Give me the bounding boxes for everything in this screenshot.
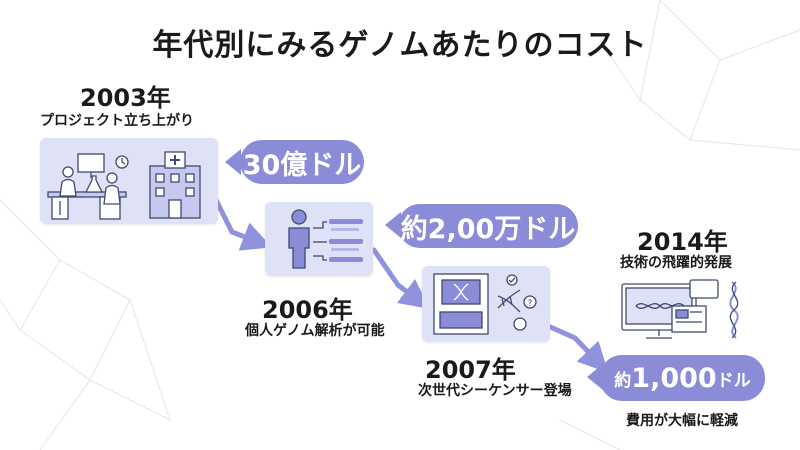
final-cost-amount: 1,000 <box>631 362 717 394</box>
final-cost-prefix: 約 <box>614 370 632 391</box>
final-cost-pill: 約 1,000 ドル <box>600 355 765 401</box>
illustration-2006-card <box>265 202 373 276</box>
pill-2003-pointer <box>225 149 241 175</box>
year-2014-label: 2014年 <box>637 228 728 256</box>
milestone-2006-desc: 個人ゲノム解析が可能 <box>245 323 385 339</box>
cost-2003-pill: 30億ドル <box>240 140 364 184</box>
cost-2006-pill: 約2,00万ドル <box>398 204 578 248</box>
cost-2003-value: 30億ドル <box>242 149 362 181</box>
lab-hospital-icon <box>47 151 201 220</box>
year-2006-label: 2006年 <box>262 296 353 324</box>
computer-dna-illustration <box>612 278 762 342</box>
pill-2006-pointer <box>385 212 401 238</box>
svg-text:?: ? <box>528 299 533 309</box>
milestone-2003-desc: プロジェクト立ち上がり <box>40 113 194 129</box>
sequencer-dna-icon: ? <box>433 273 537 335</box>
milestone-2007-desc: 次世代シーケンサー登場 <box>418 383 572 399</box>
illustration-2003-card <box>40 138 218 224</box>
arrow-2003-2006 <box>212 195 273 251</box>
final-cost-desc: 費用が大幅に軽減 <box>626 413 738 429</box>
final-cost-unit: ドル <box>716 370 751 391</box>
person-data-icon <box>288 209 363 269</box>
milestone-2014-desc: 技術の飛躍的発展 <box>620 255 732 271</box>
year-2007-label: 2007年 <box>425 356 516 384</box>
computer-dna-icon <box>621 279 739 339</box>
year-2003-label: 2003年 <box>80 84 171 112</box>
illustration-2007-card: ? <box>422 266 550 342</box>
arrow-2006-2007 <box>371 247 430 309</box>
cost-2006-value: 約2,00万ドル <box>400 213 576 245</box>
page-title: 年代別にみるゲノムあたりのコスト <box>152 28 648 63</box>
